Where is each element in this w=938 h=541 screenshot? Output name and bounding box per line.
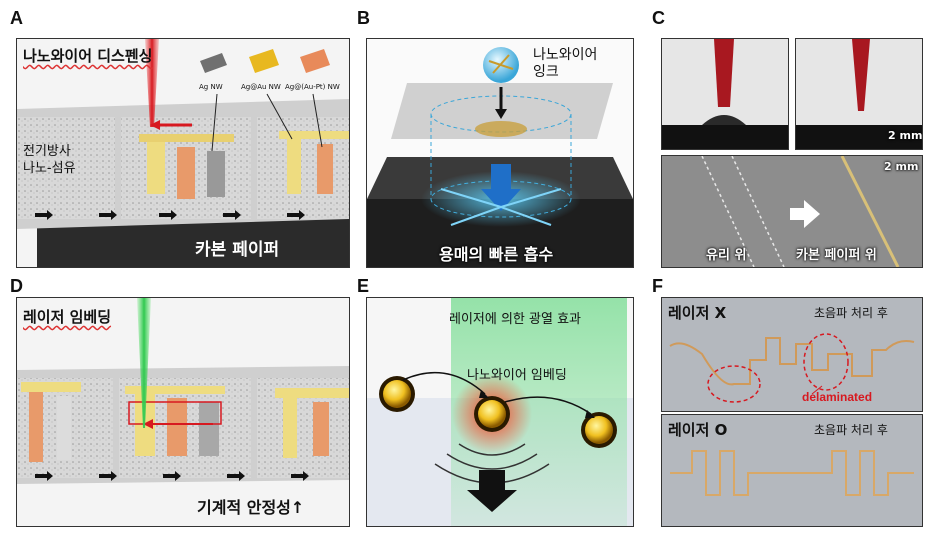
printed-lines-illustration	[662, 156, 922, 267]
panel-f-top-title: 레이저 X	[668, 304, 727, 322]
scale-bar-1: 2 mm	[888, 129, 923, 142]
nozzle-2	[852, 39, 870, 111]
nanowire-left	[383, 380, 411, 408]
nozzle-1	[714, 39, 734, 107]
delamination-mark-1	[707, 365, 761, 403]
nanowire-center	[478, 400, 506, 428]
panel-b: 나노와이어 잉크 용매의 빠른 흡수	[366, 38, 634, 268]
electrode-au-1	[147, 142, 165, 194]
panel-a-illustration	[17, 39, 349, 267]
embedded-sample-illustration	[662, 415, 922, 526]
panel-b-letter: B	[357, 8, 370, 28]
ink-label: 나노와이어 잉크	[533, 47, 597, 81]
fiber-label-line-2: 나노-섬유	[23, 161, 76, 176]
ag-nw-icon	[200, 53, 227, 73]
label-pt-nw: Ag@(Au-Pt) NW	[285, 83, 340, 91]
nozzle-carbon-illustration	[796, 39, 922, 149]
panel-c-photo-glass-nozzle	[661, 38, 789, 150]
panel-c-letter: C	[652, 8, 665, 28]
comparison-arrow	[790, 200, 820, 228]
panel-f-bottom-note: 초음파 처리 후	[814, 423, 888, 437]
panel-e-illustration	[367, 298, 633, 526]
serpentine-electrode-delaminated	[669, 337, 915, 386]
panel-a-letter: A	[10, 8, 23, 28]
carbon-label: 카본 페이퍼 위	[796, 248, 877, 263]
scale-bar-2: 2 mm	[884, 160, 919, 173]
photothermal-label: 레이저에 의한 광열 효과	[449, 312, 581, 327]
absorption-arrow	[481, 164, 521, 211]
pt-nw-icon	[300, 49, 330, 73]
nanowire-right	[585, 416, 613, 444]
panel-f-bottom-title: 레이저 O	[668, 421, 728, 439]
nozzle-glass-illustration	[662, 39, 788, 149]
label-au-nw: Ag@Au NW	[241, 83, 281, 91]
dispensing-nozzle	[145, 39, 159, 127]
label-ag-nw: Ag NW	[199, 83, 223, 91]
embedding-label: 나노와이어 임베딩	[467, 368, 567, 383]
delamination-mark-2	[803, 333, 849, 391]
delaminated-sample-illustration	[662, 298, 922, 411]
stability-label: 기계적 안정성↑	[197, 498, 305, 517]
electrode-pt-1	[177, 147, 195, 199]
panel-d: 레이저 임베딩 기계적 안정성↑	[16, 297, 350, 527]
panel-e: 레이저에 의한 광열 효과 나노와이어 임베딩	[366, 297, 634, 527]
carbon-paper-base	[37, 214, 349, 267]
fiber-mat-1	[17, 117, 115, 219]
panel-d-illustration	[17, 298, 349, 484]
panel-e-letter: E	[357, 276, 370, 296]
panel-d-letter: D	[10, 276, 23, 296]
panel-a-title: 나노와이어 디스펜싱	[23, 47, 153, 65]
serpentine-electrode-embedded	[670, 450, 914, 496]
delaminated-label: delaminated	[802, 390, 873, 404]
electrode-ag-1	[207, 151, 225, 197]
ink-label-line-2: 잉크	[533, 64, 559, 80]
panel-f-bottom: 레이저 O 초음파 처리 후	[661, 414, 923, 527]
panel-f-top: 레이저 X 초음파 처리 후 delaminated	[661, 297, 923, 412]
au-nw-icon	[249, 49, 279, 73]
fiber-label-line-1: 전기방사	[23, 144, 71, 159]
panel-b-illustration	[367, 47, 633, 267]
fiber-label: 전기방사 나노-섬유	[23, 143, 76, 177]
panel-f-letter: F	[652, 276, 663, 296]
panel-d-title: 레이저 임베딩	[23, 308, 112, 326]
glass-label: 유리 위	[706, 248, 747, 263]
panel-f-top-note: 초음파 처리 후	[814, 306, 888, 320]
printed-line-carbon	[840, 156, 900, 267]
panel-c-photo-carbon-nozzle: 2 mm	[795, 38, 923, 150]
absorption-label: 용매의 빠른 흡수	[439, 245, 554, 264]
carbon-paper-label: 카본 페이퍼	[195, 240, 280, 260]
panel-c-photo-lines: 2 mm 유리 위 카본 페이퍼 위	[661, 155, 923, 268]
embedding-arrow	[467, 470, 517, 512]
panel-a: 나노와이어 디스펜싱 Ag NW Ag@Au NW Ag@(Au-Pt) NW …	[16, 38, 350, 268]
ink-label-line-1: 나노와이어	[533, 47, 598, 63]
laser-beam	[137, 298, 151, 428]
